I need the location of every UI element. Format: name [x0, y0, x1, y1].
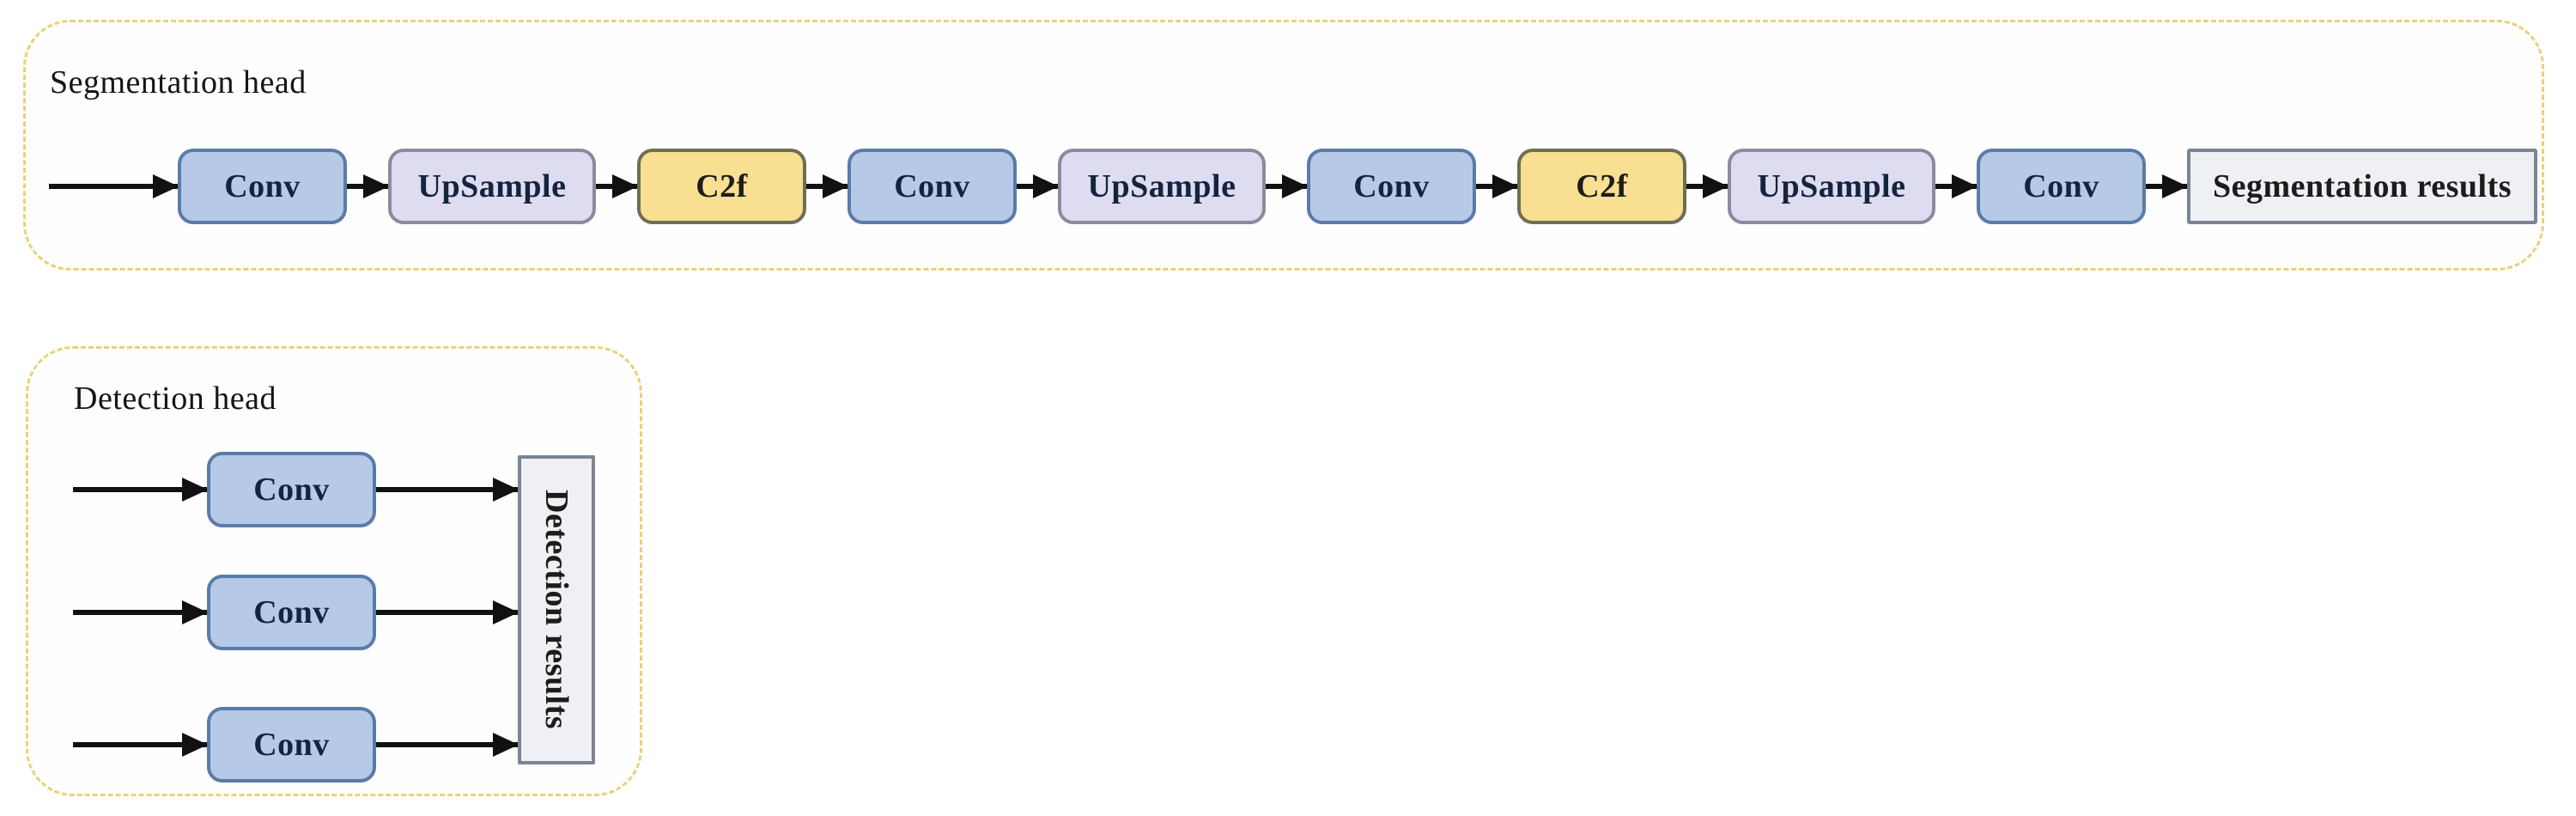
- node-label: Conv: [253, 472, 330, 508]
- upsample-node: UpSample: [388, 149, 596, 224]
- flow-arrow-icon: [1266, 184, 1307, 189]
- flow-arrow-icon: [73, 742, 207, 747]
- conv-node: Conv: [1307, 149, 1476, 224]
- conv-node: Conv: [1977, 149, 2146, 224]
- detection-branch: Conv: [73, 452, 518, 527]
- flow-arrow-icon: [73, 610, 207, 615]
- detection-branch: Conv: [73, 707, 518, 783]
- segmentation-results-node: Segmentation results: [2187, 149, 2537, 224]
- node-label: UpSample: [1087, 168, 1236, 204]
- conv-node: Conv: [178, 149, 347, 224]
- upsample-node: UpSample: [1058, 149, 1266, 224]
- flow-arrow-icon: [1935, 184, 1977, 189]
- flow-arrow-icon: [1476, 184, 1517, 189]
- node-label: Conv: [894, 168, 970, 204]
- segmentation-head-group: Segmentation head Conv UpSample C2f Conv…: [23, 20, 2544, 271]
- node-label: C2f: [1576, 168, 1628, 204]
- conv-node: Conv: [207, 575, 376, 650]
- detection-results-node: Detection results: [518, 455, 595, 764]
- conv-node: Conv: [848, 149, 1017, 224]
- conv-node: Conv: [207, 707, 376, 783]
- flow-arrow-icon: [49, 184, 178, 189]
- flow-arrow-icon: [73, 487, 207, 492]
- upsample-node: UpSample: [1728, 149, 1935, 224]
- node-label: C2f: [696, 168, 748, 204]
- c2f-node: C2f: [1517, 149, 1686, 224]
- node-label: Conv: [253, 594, 330, 630]
- flow-arrow-icon: [1686, 184, 1728, 189]
- detection-head-group: Detection head Conv Conv Conv Detection …: [26, 346, 642, 796]
- node-label: Conv: [253, 727, 330, 763]
- node-label: Conv: [224, 168, 301, 204]
- flow-arrow-icon: [2146, 184, 2187, 189]
- node-label: UpSample: [417, 168, 567, 204]
- flow-arrow-icon: [1017, 184, 1058, 189]
- flow-arrow-icon: [376, 487, 518, 492]
- node-label: Segmentation results: [2212, 168, 2512, 204]
- flow-arrow-icon: [376, 742, 518, 747]
- node-label: UpSample: [1757, 168, 1906, 204]
- node-label: Conv: [1353, 168, 1430, 204]
- c2f-node: C2f: [637, 149, 806, 224]
- flow-arrow-icon: [347, 184, 388, 189]
- flow-arrow-icon: [806, 184, 848, 189]
- node-label: Conv: [2023, 168, 2099, 204]
- conv-node: Conv: [207, 452, 376, 527]
- segmentation-head-title: Segmentation head: [50, 64, 307, 100]
- node-label: Detection results: [538, 490, 574, 730]
- flow-arrow-icon: [376, 610, 518, 615]
- detection-head-title: Detection head: [74, 381, 276, 417]
- segmentation-flow: Conv UpSample C2f Conv UpSample Conv: [49, 149, 2537, 224]
- flow-arrow-icon: [596, 184, 637, 189]
- detection-branch: Conv: [73, 575, 518, 650]
